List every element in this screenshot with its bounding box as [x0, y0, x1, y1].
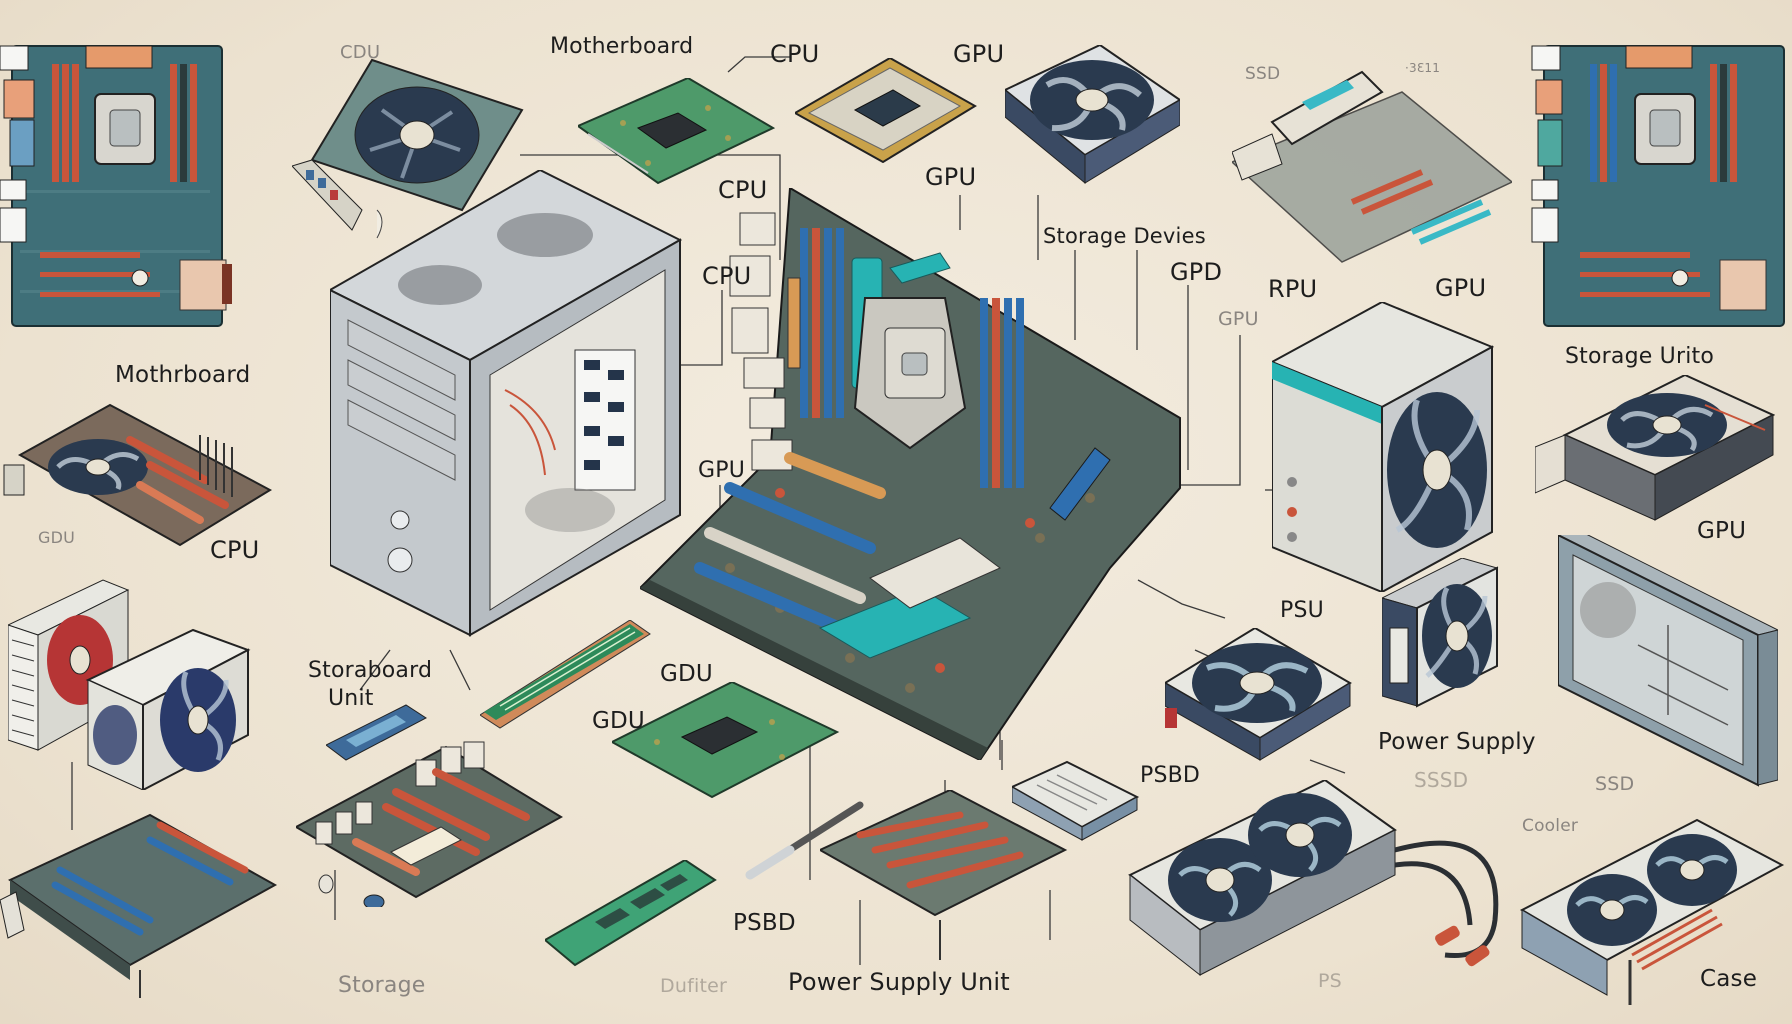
gpu-chip-board-illustration — [612, 682, 840, 799]
mini-case-illustration — [1558, 535, 1778, 787]
ssd-drive-illustration — [1232, 70, 1512, 263]
psu-right-illustration — [1272, 302, 1494, 592]
pc-tower-case-illustration — [330, 170, 683, 637]
component-label: PSBD — [733, 910, 796, 936]
ram-stick-illustration — [480, 620, 651, 729]
gpu-card-right-illustration — [1535, 375, 1775, 521]
component-label: GPU — [1435, 274, 1487, 302]
component-label: Unit — [328, 686, 374, 711]
component-label: Storaboard — [308, 658, 433, 683]
component-label: PSU — [1280, 598, 1324, 623]
component-label: GPU — [698, 458, 746, 483]
ram-module-green-illustration — [545, 860, 717, 967]
component-label: PSBD — [1140, 763, 1201, 788]
storage-stick-illustration — [326, 704, 427, 761]
component-label: Case — [1700, 966, 1758, 992]
component-label: Mothrboard — [115, 362, 251, 388]
component-label: GPU — [925, 163, 977, 191]
gpu-card-top-illustration — [292, 58, 524, 239]
component-label: SSD — [1245, 64, 1281, 84]
chipset-board-illustration — [578, 78, 776, 185]
component-label: SSSD — [1414, 768, 1469, 792]
dual-fan-graphics-card-illustration — [1519, 818, 1785, 1005]
component-label: RPU — [1268, 275, 1318, 303]
cooling-fan-illustration — [1165, 628, 1352, 761]
component-label: PS — [1318, 970, 1342, 992]
motherboard-top-right-illustration — [1531, 45, 1785, 327]
component-label: Storage — [338, 973, 426, 998]
component-label: Motherboard — [550, 34, 694, 59]
component-label: Dufiter — [660, 975, 727, 997]
component-label: GPU — [1697, 518, 1747, 544]
case-fan-top-illustration — [1005, 45, 1180, 185]
power-supply-fan-illustration — [1382, 558, 1499, 708]
motherboard-bottom-center-illustration — [820, 790, 1068, 960]
component-label: CDU — [340, 42, 381, 63]
component-label: Power Supply Unit — [788, 968, 1010, 996]
component-label: GDU — [660, 661, 713, 687]
component-label: CPU — [210, 536, 260, 564]
component-label: CPU — [702, 262, 752, 290]
screwdriver-illustration — [745, 801, 864, 880]
component-label: CPU — [718, 176, 768, 204]
component-label: CPU — [770, 40, 820, 68]
motherboard-bottom-left-illustration — [0, 813, 278, 998]
component-label: Power Supply — [1378, 729, 1536, 755]
component-label: GPU — [953, 40, 1005, 68]
component-label: GDU — [38, 528, 76, 547]
component-label: GDU — [592, 708, 645, 734]
board-with-cooler-illustration — [3, 403, 273, 547]
component-label: Storage Urito — [1565, 344, 1715, 369]
component-label: Storage Devies — [1043, 224, 1206, 248]
component-label: SSD — [1595, 773, 1635, 795]
ssd-box-illustration — [1012, 760, 1140, 841]
component-label: GPD — [1170, 258, 1223, 286]
motherboard-top-left-illustration — [0, 45, 232, 327]
component-label: ·3Ɛ11 — [1405, 61, 1441, 75]
dual-fan-gpu-cable-illustration — [1128, 780, 1499, 977]
power-supply-units-illustration — [8, 579, 251, 790]
cpu-chip-illustration — [795, 58, 977, 163]
motherboard-storage-illustration — [296, 741, 563, 907]
component-label: Cooler — [1522, 816, 1579, 836]
component-label: GPU — [1218, 308, 1259, 330]
main-motherboard-illustration — [640, 188, 1181, 760]
